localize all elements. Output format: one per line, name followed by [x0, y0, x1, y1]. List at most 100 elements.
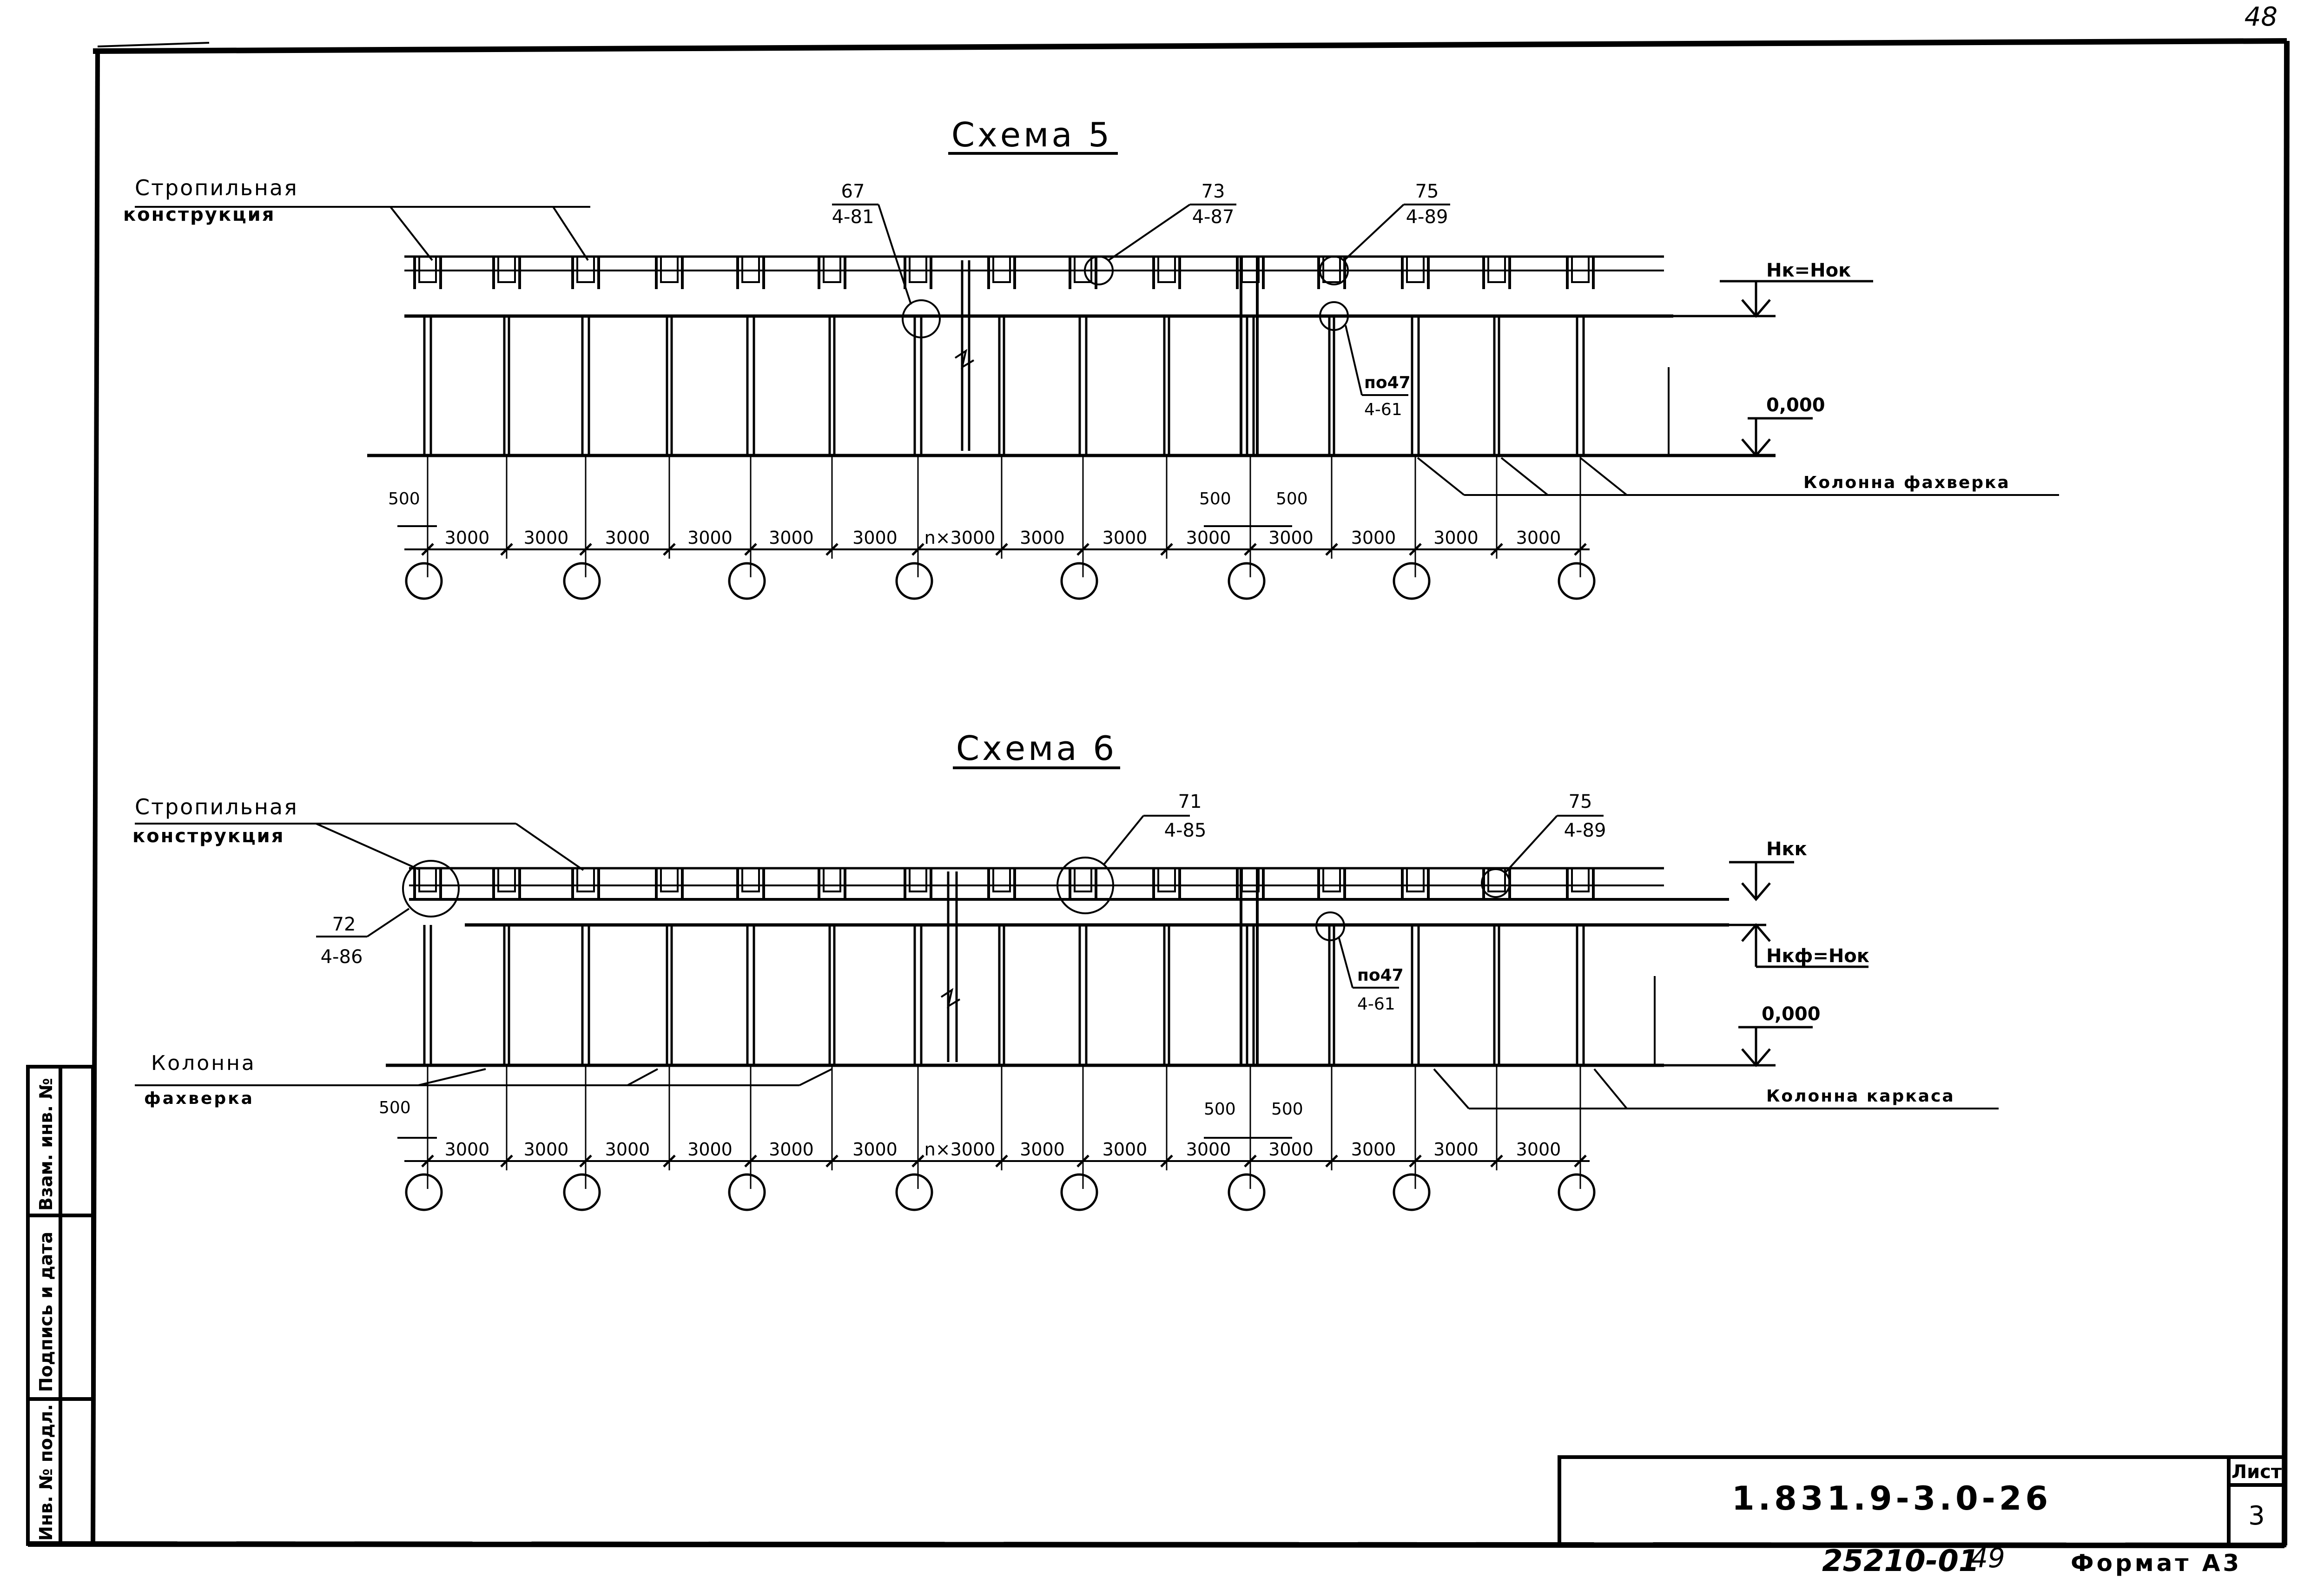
scheme5-node-75-top: 75: [1415, 181, 1439, 202]
column: [1152, 256, 1181, 559]
axis-bubble: [563, 562, 601, 600]
scheme5-title: Схема 5: [951, 115, 1112, 154]
span-dimension-label: 3000: [445, 528, 490, 548]
scheme5-node-47-top: по47: [1364, 373, 1411, 392]
dimension-tick: [825, 1155, 838, 1168]
column: [1401, 867, 1430, 1189]
scheme5-node-67-top: 67: [841, 181, 865, 202]
scheme5-level-zero: 0,000: [1766, 395, 1825, 416]
span-dimension-label: 3000: [1103, 1139, 1148, 1160]
scheme6-node-75-bottom: 4-89: [1564, 820, 1606, 841]
scheme5-dim-500-mid-b: 500: [1276, 489, 1308, 508]
dimension-tick: [995, 543, 1008, 556]
span-dimension-label: 3000: [605, 1139, 650, 1160]
scheme6-level-marks: [1664, 861, 1868, 1067]
span-dimension-label: 3000: [687, 528, 733, 548]
stamp-vzam-inv: Взам. инв. №: [36, 1078, 56, 1211]
column: [413, 256, 442, 577]
scheme6-frame-lines: [386, 867, 1729, 1067]
dimension-tick: [911, 543, 924, 556]
scheme6-node-47-bottom: 4-61: [1357, 995, 1395, 1014]
span-dimension-label: n×3000: [924, 528, 996, 548]
scheme5-node-callouts: [832, 204, 2059, 496]
column: [987, 867, 1016, 1170]
dimension-tick: [663, 1155, 676, 1168]
title-block: [1558, 1455, 2286, 1547]
axis-bubble: [1558, 1173, 1596, 1211]
scheme5-columns: [413, 256, 1595, 577]
scheme6-axis-bubbles: [405, 1173, 1596, 1211]
column: [1401, 256, 1430, 577]
dimension-tick: [1076, 543, 1089, 556]
span-dimension-label: 3000: [1351, 1139, 1396, 1160]
dimension-tick: [1490, 1155, 1503, 1168]
scheme6-node-71-top: 71: [1178, 791, 1202, 812]
span-dimension-label: 3000: [1186, 528, 1231, 548]
bottom-num: 49: [1971, 1542, 2005, 1574]
dimension-tick: [744, 543, 757, 556]
scheme5-axis-bubbles: [405, 562, 1596, 600]
scheme5-column-label: Колонна фахверка: [1803, 473, 2010, 492]
column: [736, 256, 765, 577]
span-dimension-label: 3000: [1351, 528, 1396, 548]
span-dimension-label: n×3000: [924, 1139, 996, 1160]
scheme6-node-72-bottom: 4-86: [321, 946, 363, 968]
dimension-tick: [1409, 1155, 1422, 1168]
dimension-tick: [663, 543, 676, 556]
column: [1069, 867, 1097, 1189]
column: [1152, 867, 1181, 1170]
scheme6-column-k-label: Колонна каркаса: [1766, 1087, 1955, 1106]
scheme6-dim-500-left: 500: [379, 1098, 411, 1117]
scheme6-node-47-top: по47: [1357, 966, 1404, 985]
dimension-tick: [1076, 1155, 1089, 1168]
dimension-tick: [1244, 1155, 1257, 1168]
column: [818, 256, 846, 559]
scheme5-node-75-bottom: 4-89: [1406, 206, 1448, 228]
scheme5-level-marks: [1673, 280, 1873, 457]
scheme5-dimension-lines: [397, 525, 1590, 556]
scheme5-dim-500-left: 500: [388, 489, 420, 508]
scheme6-level-top: Нкк: [1766, 838, 1807, 860]
dimension-tick: [995, 1155, 1008, 1168]
span-dimension-label: 3000: [605, 528, 650, 548]
axis-bubble: [1228, 1173, 1266, 1211]
scheme5-node-73-bottom: 4-87: [1192, 206, 1235, 228]
scheme6-title: Схема 6: [956, 729, 1117, 768]
scheme6-node-71-bottom: 4-85: [1164, 820, 1207, 841]
column: [1482, 256, 1511, 559]
scheme6-rafter-label-2: конструкция: [132, 825, 284, 847]
dimension-tick: [579, 1155, 592, 1168]
span-dimension-label: 3000: [1433, 528, 1479, 548]
column: [904, 256, 932, 577]
axis-bubble: [405, 1173, 443, 1211]
scheme6-columns: [413, 867, 1595, 1189]
column: [1482, 867, 1511, 1170]
span-dimension-label: 3000: [769, 528, 814, 548]
column: [1566, 867, 1595, 1189]
dimension-tick: [1160, 543, 1173, 556]
column: [492, 256, 521, 559]
bottom-code: 25210-01: [1822, 1544, 1979, 1578]
axis-bubble: [563, 1173, 601, 1211]
scheme6-level-zero: 0,000: [1762, 1003, 1821, 1025]
span-dimension-label: 3000: [1516, 1139, 1561, 1160]
dimension-tick: [1490, 543, 1503, 556]
dimension-tick: [421, 1155, 434, 1168]
format-label: Формат А3: [2071, 1550, 2242, 1577]
span-dimension-label: 3000: [1268, 528, 1314, 548]
column: [987, 256, 1016, 559]
axis-bubble: [895, 1173, 933, 1211]
column: [413, 867, 442, 1189]
span-dimension-label: 3000: [524, 1139, 569, 1160]
dimension-tick: [1574, 543, 1587, 556]
span-dimension-label: 3000: [1020, 528, 1065, 548]
axis-bubble: [1393, 562, 1431, 600]
column: [1317, 867, 1346, 1170]
span-dimension-label: 3000: [1103, 528, 1148, 548]
scheme5-rafter-label-2: конструкция: [123, 204, 275, 225]
axis-bubble: [405, 562, 443, 600]
axis-bubble: [1060, 1173, 1098, 1211]
dimension-tick: [500, 1155, 513, 1168]
dimension-tick: [825, 543, 838, 556]
